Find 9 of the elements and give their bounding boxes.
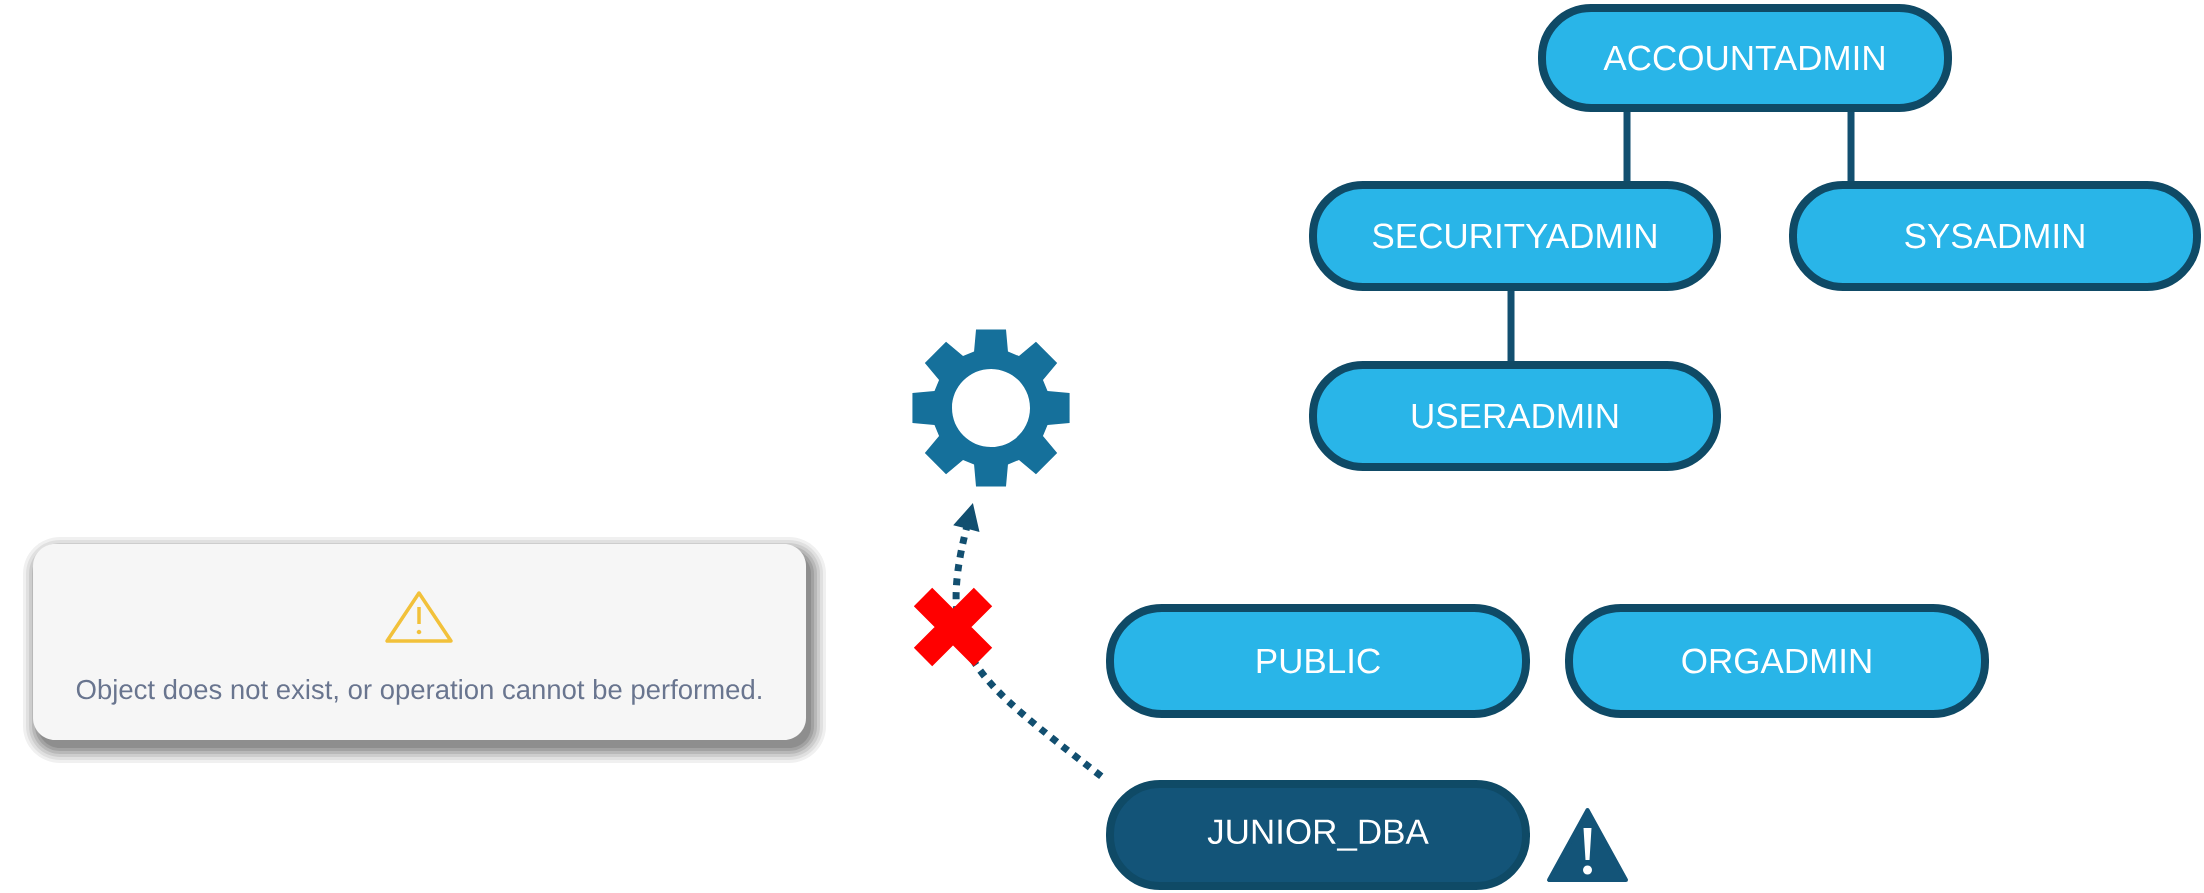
rounded-box: ORGADMIN (1565, 604, 1989, 718)
rounded-box: USERADMIN (1309, 361, 1721, 471)
rounded-box: ACCOUNTADMIN (1538, 4, 1952, 112)
rounded-box: JUNIOR_DBA (1106, 780, 1530, 890)
dialog-box: Object does not exist, or operation cannot be performed. (23, 537, 826, 763)
rounded-box: SYSADMIN (1789, 181, 2201, 291)
gear-icon (912, 329, 1070, 487)
rounded-box: SECURITYADMIN (1309, 181, 1721, 291)
rounded-box: PUBLIC (1106, 604, 1530, 718)
